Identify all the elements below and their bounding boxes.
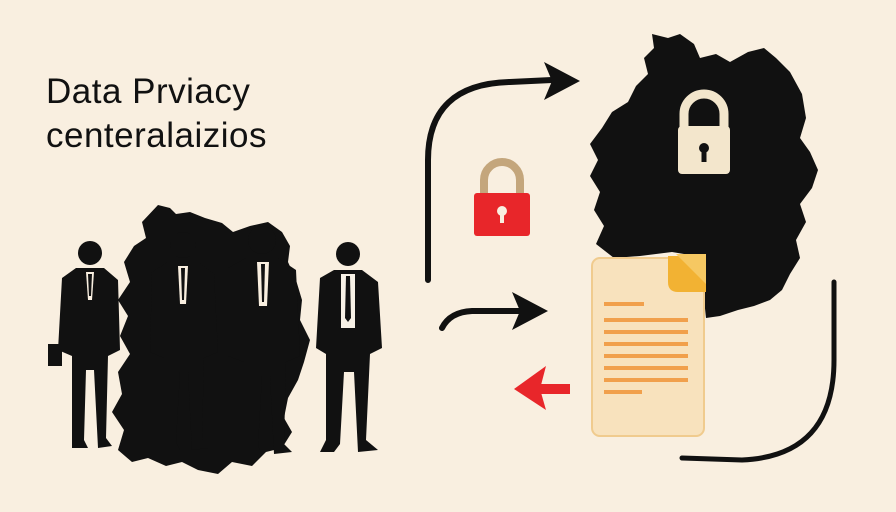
document-icon [591, 254, 706, 437]
headline: Data Prviacy centeralaizios [46, 70, 267, 158]
germany-map-silhouette-right [590, 34, 818, 318]
businesspeople-silhouettes [48, 226, 382, 454]
person-silhouette-2 [150, 232, 218, 450]
padlock-icon-red [474, 158, 530, 236]
headline-line-1: Data Prviacy [46, 72, 251, 111]
arrow-left-icon [514, 366, 570, 410]
curved-connector [679, 279, 837, 463]
document-text-lines [604, 302, 688, 394]
small-arrow-right-icon [439, 292, 548, 331]
person-silhouette-4 [316, 242, 382, 452]
curved-arrow-right-icon [425, 62, 580, 283]
padlock-icon-cream [678, 89, 730, 174]
person-silhouette-1 [48, 241, 120, 448]
person-silhouette-3 [228, 226, 300, 454]
headline-line-2: centeralaizios [46, 116, 267, 155]
